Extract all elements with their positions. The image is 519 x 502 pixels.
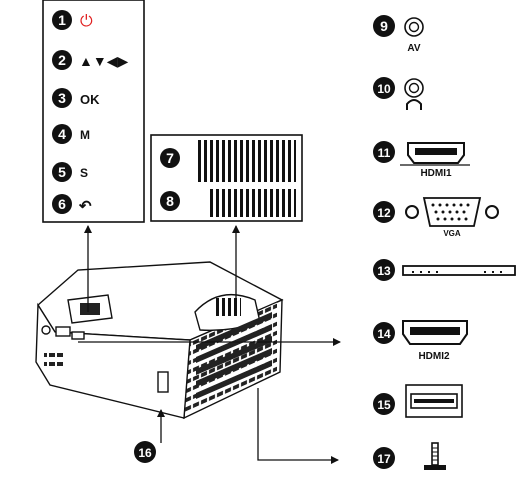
leader-lines	[78, 225, 341, 464]
svg-text:9: 9	[380, 18, 388, 34]
control-row-6: 6 ↶	[52, 194, 92, 215]
svg-text:10: 10	[377, 82, 391, 96]
svg-text:11: 11	[378, 146, 391, 160]
focus-wheel	[196, 140, 296, 182]
svg-text:8: 8	[166, 193, 174, 209]
back-icon: ↶	[78, 198, 92, 215]
vga-label: VGA	[443, 229, 461, 238]
port-13-card-slot: 13	[373, 259, 516, 281]
port-10-headphone: 10	[373, 77, 424, 110]
side-vents	[196, 312, 272, 399]
control-row-4: 4 M	[52, 124, 90, 144]
vga-port-icon	[405, 197, 499, 227]
av-label: AV	[407, 43, 420, 54]
callout-number: 4	[58, 126, 66, 142]
callout-number: 5	[58, 164, 66, 180]
svg-text:13: 13	[377, 264, 391, 278]
port-14-hdmi2: 14 HDMI2	[373, 320, 468, 362]
control-panel-box	[42, 0, 145, 223]
hdmi-port-icon	[402, 320, 468, 345]
control-row-3: 3 OK	[52, 88, 100, 108]
callout-number: 2	[58, 52, 66, 68]
callout-number: 6	[58, 196, 66, 212]
svg-text:7: 7	[166, 150, 174, 166]
av-jack-icon	[404, 17, 424, 37]
callout-number: 1	[58, 12, 66, 28]
port-11-hdmi1: 11 HDMI1	[373, 141, 470, 179]
port-15-usb: 15	[373, 384, 463, 418]
direction-arrows-icon: ▲▼◀▶	[79, 53, 128, 69]
svg-text:12: 12	[377, 206, 391, 220]
keystone-wheel	[207, 189, 296, 217]
svg-text:17: 17	[377, 452, 391, 466]
svg-text:14: 14	[377, 327, 391, 341]
port-17-tripod-mount: 17	[373, 442, 446, 470]
control-row-2: 2 ▲▼◀▶	[52, 50, 128, 70]
ok-label: OK	[80, 92, 100, 107]
control-row-5: 5 S	[52, 162, 88, 182]
hdmi1-label: HDMI1	[420, 168, 452, 179]
hdmi-port-icon	[407, 142, 465, 164]
port-9-av: 9 AV	[373, 15, 424, 54]
callout-number: 3	[58, 90, 66, 106]
svg-text:16: 16	[138, 446, 152, 460]
port-12-vga: 12 VGA	[373, 197, 499, 238]
tripod-screw-icon	[424, 442, 446, 470]
svg-text:15: 15	[377, 398, 391, 412]
power-icon: ⏻	[80, 13, 93, 30]
callout-16: 16	[134, 441, 156, 463]
hdmi2-label: HDMI2	[418, 351, 450, 362]
usb-port-icon	[405, 384, 463, 418]
control-row-1: 1 ⏻	[52, 10, 93, 30]
headphone-jack-icon	[404, 78, 424, 110]
sd-card-slot-icon	[402, 265, 516, 276]
source-label: S	[80, 166, 88, 180]
projector-body	[35, 261, 284, 420]
menu-label: M	[80, 128, 90, 142]
callout-8: 8	[160, 191, 180, 211]
callout-7: 7	[160, 148, 180, 168]
